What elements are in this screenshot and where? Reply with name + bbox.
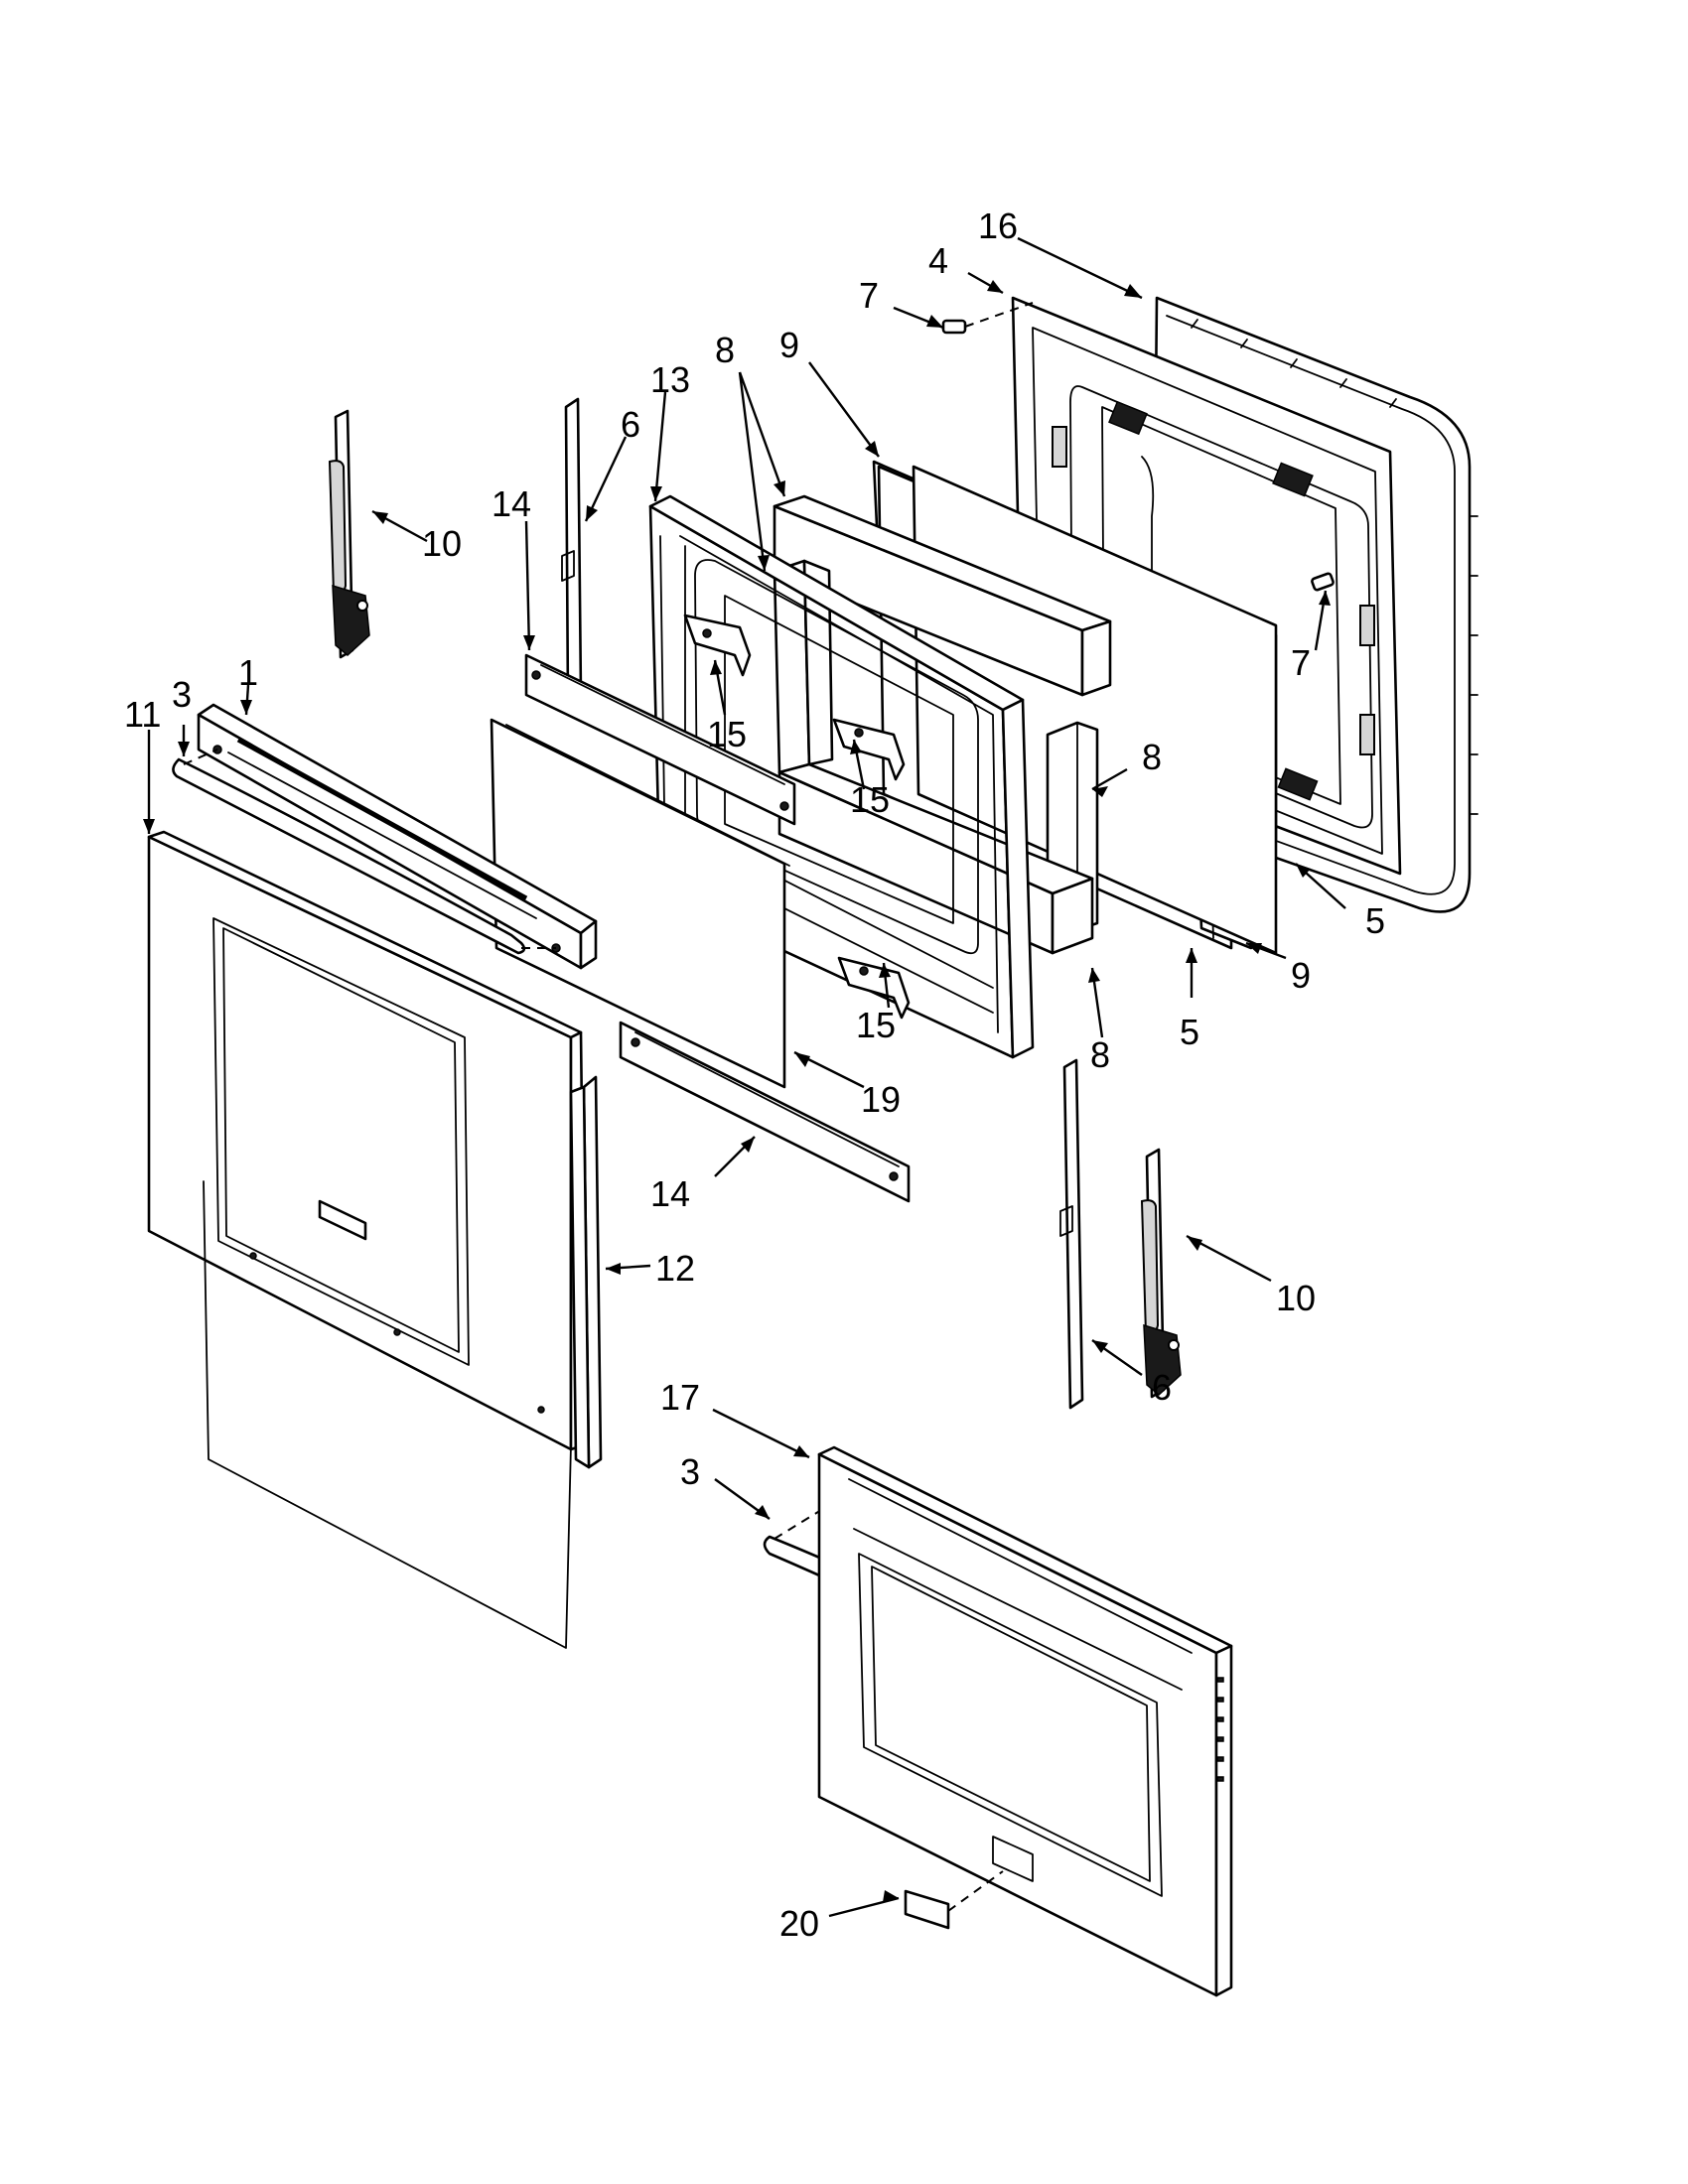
callout-6: 6 <box>1152 1367 1172 1408</box>
callout-15: 15 <box>856 1005 896 1045</box>
callout-9: 9 <box>779 325 799 365</box>
callout-8: 8 <box>1142 737 1162 777</box>
part-1-door-top-trim <box>197 703 598 970</box>
arrowheads <box>143 280 1331 1902</box>
callout-17: 17 <box>660 1377 700 1418</box>
callout-5: 5 <box>1180 1012 1199 1052</box>
part-14-rail-upper <box>524 653 796 826</box>
part-8-insulation-top <box>773 494 1112 697</box>
callout-1: 1 <box>238 652 258 693</box>
part-16-door-gasket <box>1150 296 1478 913</box>
part-17-lower-door <box>817 1445 1233 1997</box>
part-12-side-trim <box>569 1075 603 1469</box>
callout-12: 12 <box>655 1248 695 1289</box>
part-14-rail-lower <box>619 1021 911 1203</box>
part-10-hinge-lower <box>1140 1148 1182 1399</box>
callout-labels: 16 4 7 9 8 13 6 14 10 1 3 11 15 15 7 8 5… <box>124 205 1385 1944</box>
part-3-handle-upper <box>172 745 561 955</box>
callout-7: 7 <box>859 275 879 316</box>
part-7-screw-lower <box>1311 572 1335 592</box>
callout-15: 15 <box>707 714 747 754</box>
part-15-hinge-bracket-a <box>683 614 752 677</box>
callout-10: 10 <box>422 523 462 564</box>
callout-7: 7 <box>1291 642 1311 683</box>
callout-9: 9 <box>1291 955 1311 996</box>
callout-15: 15 <box>850 779 890 820</box>
callout-8: 8 <box>1090 1034 1110 1075</box>
callout-20: 20 <box>779 1903 819 1944</box>
callout-14: 14 <box>492 483 531 524</box>
callout-10: 10 <box>1276 1278 1316 1318</box>
callout-14: 14 <box>650 1173 690 1214</box>
callout-16: 16 <box>978 205 1018 246</box>
callout-8: 8 <box>715 330 735 370</box>
callout-6: 6 <box>621 404 640 445</box>
callout-4: 4 <box>928 240 948 281</box>
part-6-side-channel-lower <box>1059 1058 1084 1410</box>
callout-19: 19 <box>861 1079 901 1120</box>
callout-13: 13 <box>650 359 690 400</box>
part-20-badge <box>904 1870 1004 1930</box>
part-13-door-frame <box>648 494 1035 1059</box>
callout-3: 3 <box>172 674 192 715</box>
callout-11: 11 <box>124 694 161 735</box>
callout-3: 3 <box>680 1451 700 1492</box>
part-15-hinge-bracket-c <box>837 956 911 1020</box>
part-15-hinge-bracket-b <box>832 718 906 781</box>
part-10-hinge-upper <box>328 409 370 659</box>
part-6-side-channel-upper <box>561 397 583 705</box>
callout-5: 5 <box>1365 900 1385 941</box>
